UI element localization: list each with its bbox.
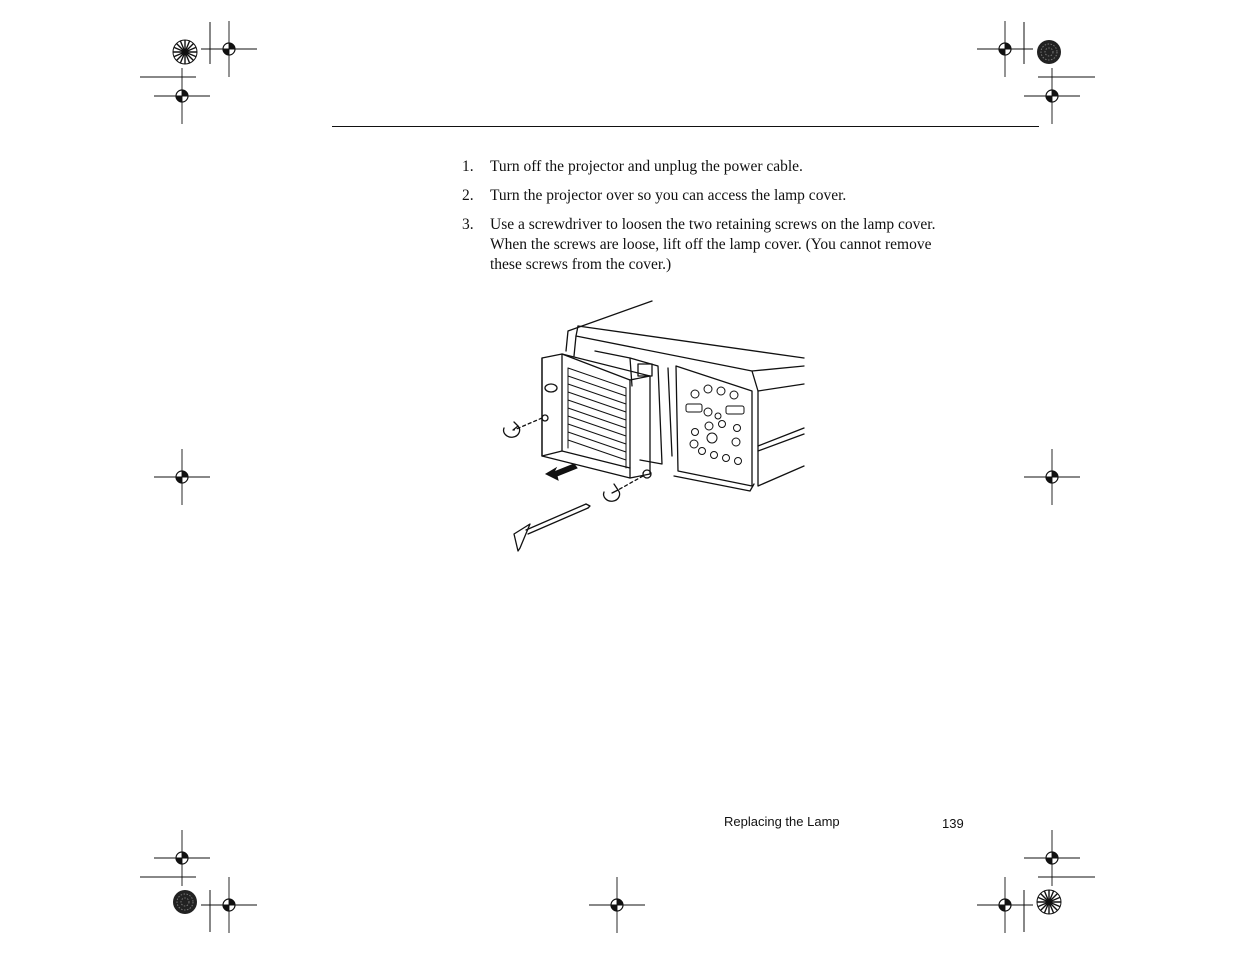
list-item: 1. Turn off the projector and unplug the… [462,157,942,177]
instruction-list: 1. Turn off the projector and unplug the… [462,157,942,284]
page-number: 139 [942,816,964,831]
connector-panel [685,384,745,465]
step-text: Turn off the projector and unplug the po… [490,158,803,175]
step-text: Turn the projector over so you can acces… [490,187,847,204]
crop-mark-bottom-right [976,829,1095,934]
footer-section-title: Replacing the Lamp [724,814,840,829]
list-item: 2. Turn the projector over so you can ac… [462,186,942,206]
lamp-cover [541,353,651,479]
step-number: 2. [462,187,474,204]
lamp-compartment [594,350,673,465]
screwdriver [513,503,591,552]
projector-body [565,300,805,492]
loosen-rotation-arrows [502,421,621,502]
crop-mark-bottom-center [588,876,646,934]
crop-mark-mid-right [1023,448,1081,506]
step-number: 3. [462,216,474,233]
header-rule [332,126,1039,127]
step-text: Use a screwdriver to loosen the two reta… [490,216,936,273]
crop-mark-top-right [976,20,1095,125]
crop-mark-mid-left [153,448,211,506]
lamp-cover-illustration [502,300,805,552]
crop-mark-top-left [140,20,258,125]
vent-grille [567,367,627,469]
removal-arrow [544,463,578,481]
step-number: 1. [462,158,474,175]
list-item: 3. Use a screwdriver to loosen the two r… [462,215,942,275]
crop-mark-bottom-left [140,829,258,934]
